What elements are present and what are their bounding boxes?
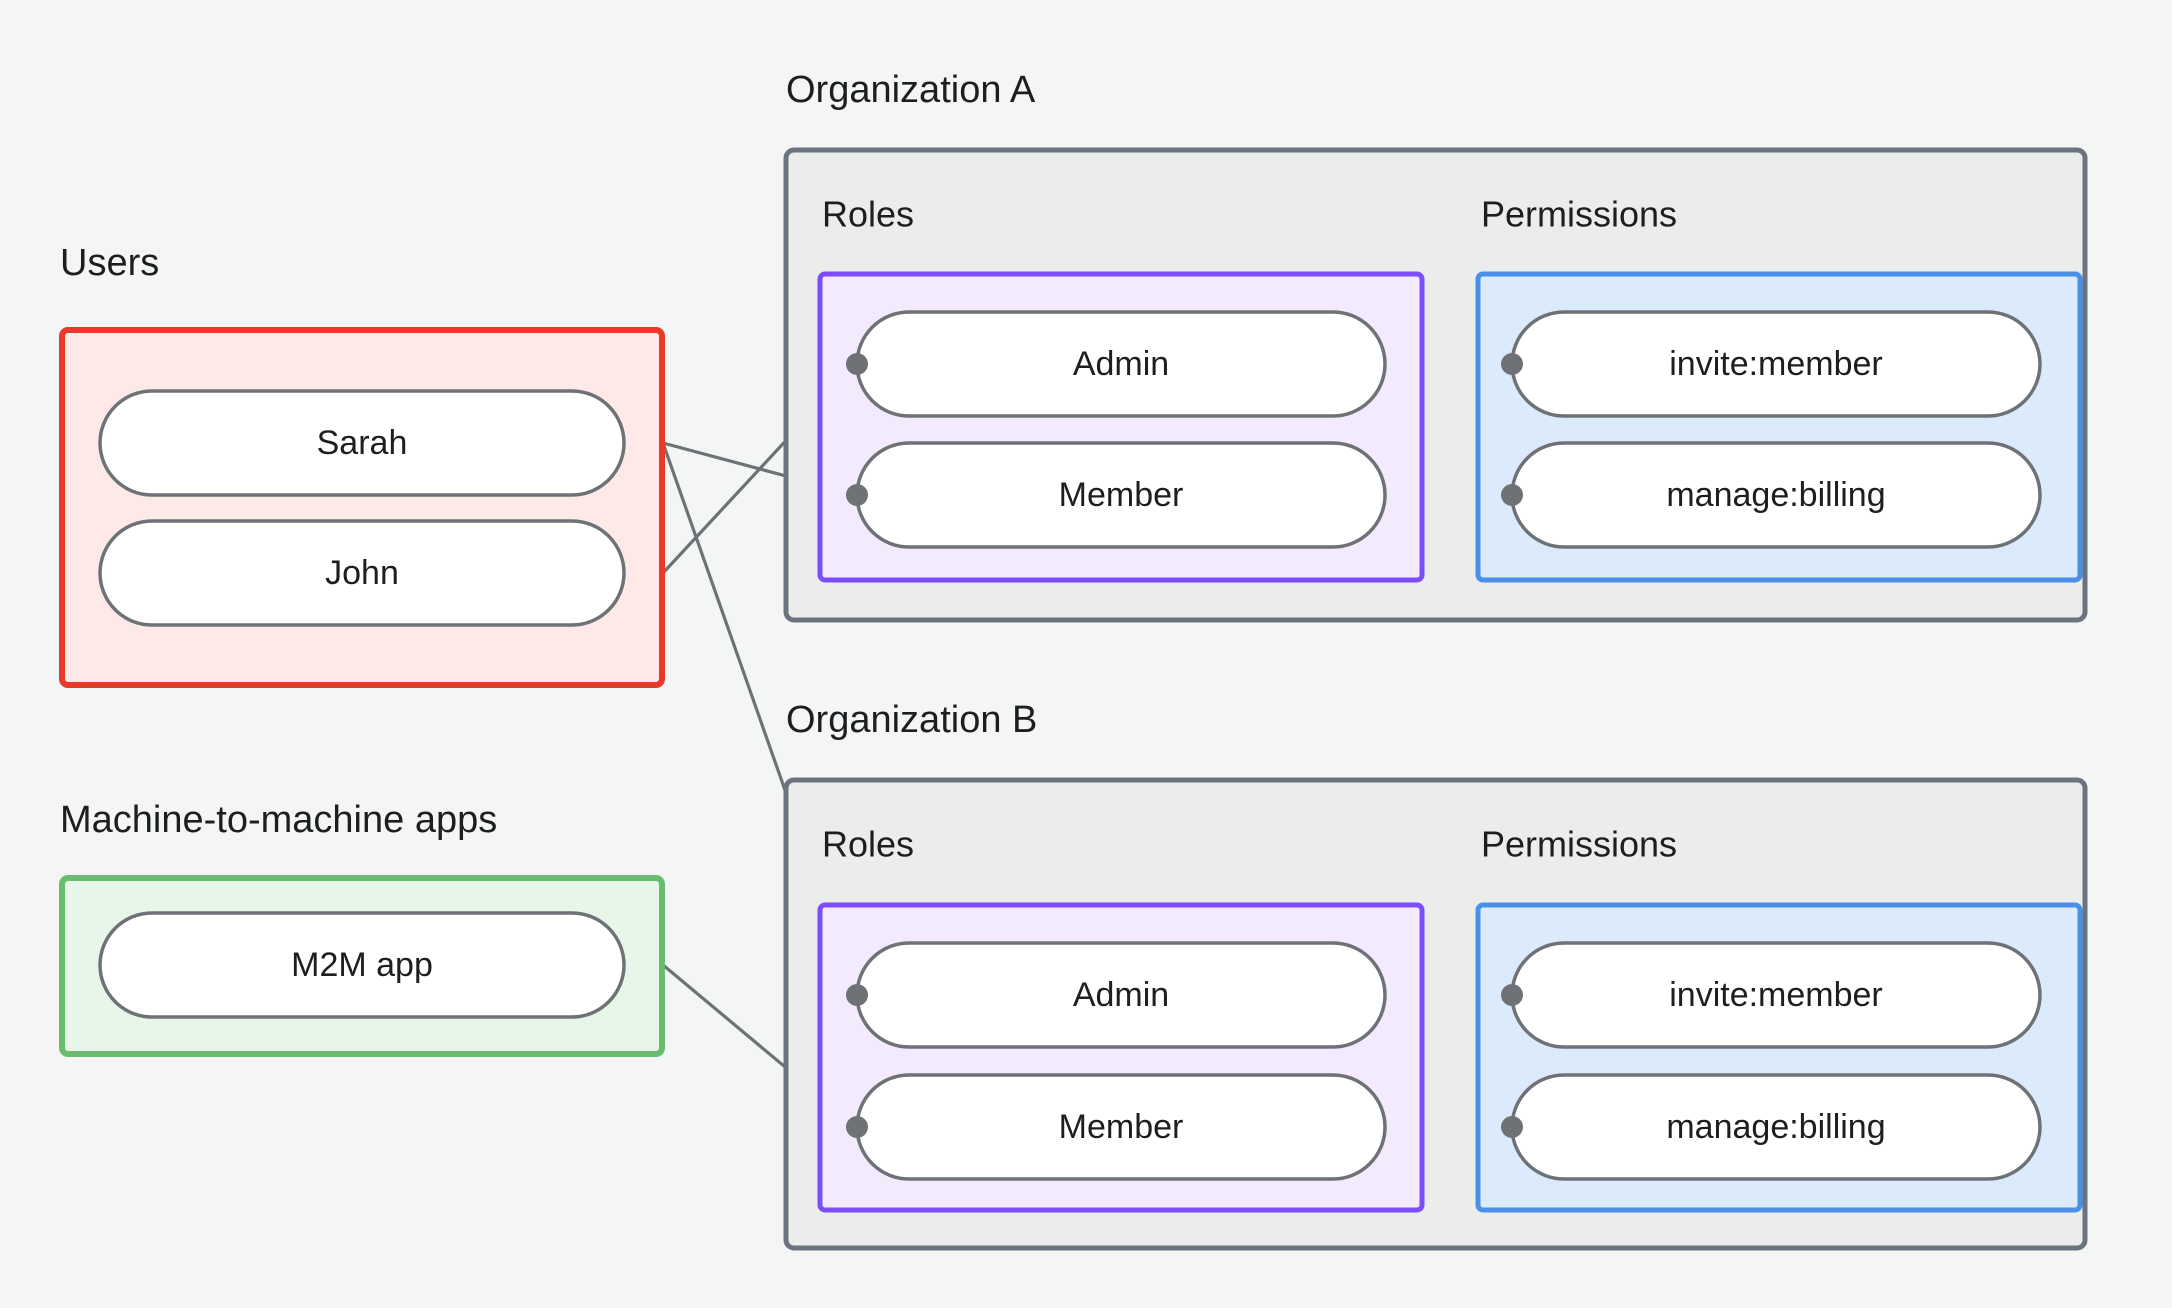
node-org-a-role-admin-label: Admin xyxy=(1073,345,1169,383)
node-org-b-perm-manage-billing[interactable]: manage:billing xyxy=(1510,1073,2042,1181)
node-org-b-role-admin[interactable]: Admin xyxy=(855,941,1387,1049)
endpoint-orga-invite-in xyxy=(1501,353,1523,375)
edge-endpoint-layer xyxy=(846,353,1523,1138)
node-org-a-perm-invite-member[interactable]: invite:member xyxy=(1510,310,2042,418)
node-org-b-perm-invite-member-label: invite:member xyxy=(1669,976,1883,1014)
node-sarah[interactable]: Sarah xyxy=(98,389,626,497)
org-b-permissions-title: Permissions xyxy=(1481,824,1677,865)
node-org-b-perm-manage-billing-label: manage:billing xyxy=(1666,1108,1885,1146)
node-john-label: John xyxy=(325,554,399,592)
m2m-group-title: Machine-to-machine apps xyxy=(60,799,497,841)
node-m2m-app-shape[interactable] xyxy=(98,911,626,1019)
endpoint-orga-admin-in xyxy=(846,353,868,375)
endpoint-orga-member-in xyxy=(846,484,868,506)
endpoint-orga-billing-in xyxy=(1501,484,1523,506)
node-m2m-app[interactable]: M2M app xyxy=(98,911,626,1019)
node-sarah-shape[interactable] xyxy=(98,389,626,497)
node-john-shape[interactable] xyxy=(98,519,626,627)
node-org-a-role-member[interactable]: Member xyxy=(855,441,1387,549)
org-a-roles-title: Roles xyxy=(822,194,914,235)
node-org-a-perm-invite-member-label: invite:member xyxy=(1669,345,1883,383)
org-a-permissions-title: Permissions xyxy=(1481,194,1677,235)
endpoint-orgb-billing-in xyxy=(1501,1116,1523,1138)
org-a-title: Organization A xyxy=(786,69,1036,111)
users-group-title: Users xyxy=(60,242,159,284)
node-john[interactable]: John xyxy=(98,519,626,627)
node-org-b-role-member[interactable]: Member xyxy=(855,1073,1387,1181)
node-org-b-role-admin-label: Admin xyxy=(1073,976,1169,1014)
node-org-b-perm-invite-member[interactable]: invite:member xyxy=(1510,941,2042,1049)
org-b-title: Organization B xyxy=(786,699,1037,741)
node-org-a-perm-manage-billing-label: manage:billing xyxy=(1666,476,1885,514)
node-org-a-role-admin[interactable]: Admin xyxy=(855,310,1387,418)
node-m2m-app-label: M2M app xyxy=(291,946,433,984)
endpoint-orgb-admin-in xyxy=(846,984,868,1006)
endpoint-orgb-invite-in xyxy=(1501,984,1523,1006)
endpoint-orgb-member-in xyxy=(846,1116,868,1138)
node-org-a-role-member-label: Member xyxy=(1059,476,1184,514)
node-org-b-role-member-label: Member xyxy=(1059,1108,1184,1146)
node-org-a-perm-manage-billing[interactable]: manage:billing xyxy=(1510,441,2042,549)
node-sarah-label: Sarah xyxy=(317,424,408,462)
users-container xyxy=(59,327,665,688)
org-b-roles-title: Roles xyxy=(822,824,914,865)
